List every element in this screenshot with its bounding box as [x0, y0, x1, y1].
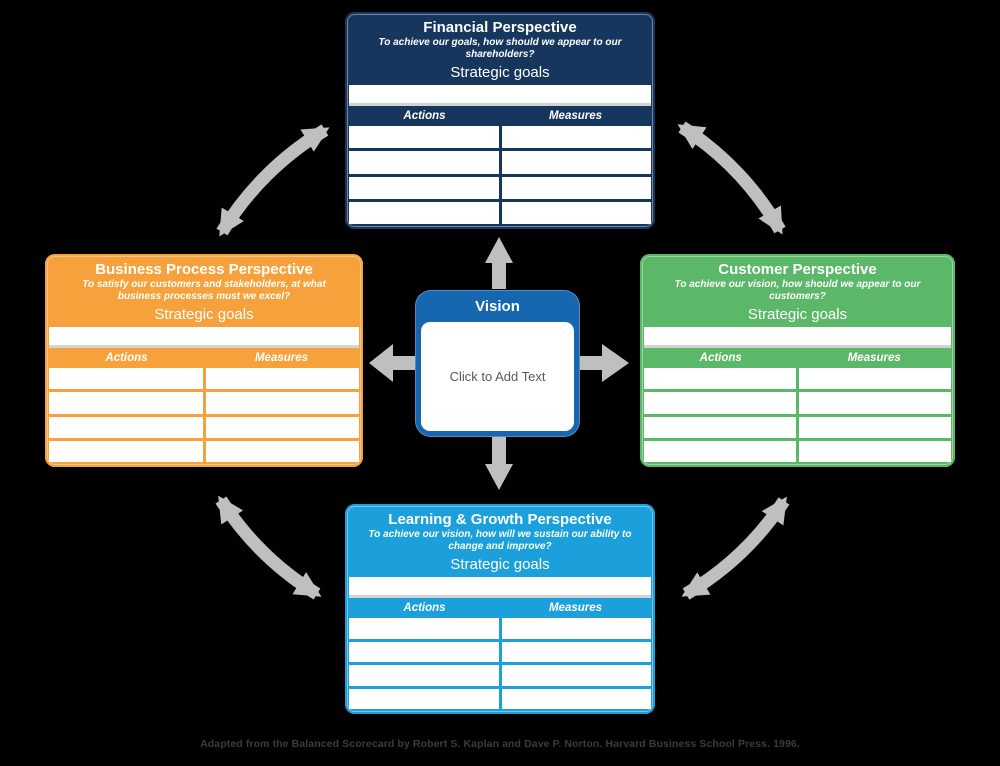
- action-cell[interactable]: [349, 641, 499, 663]
- perspective-title: Learning & Growth Perspective: [388, 511, 612, 528]
- measure-cell[interactable]: [501, 151, 651, 174]
- vision-arrow-down: [485, 437, 513, 490]
- vision-arrow-up: [485, 237, 513, 289]
- measure-cell[interactable]: [799, 368, 951, 390]
- vision-text-placeholder[interactable]: Click to Add Text: [421, 322, 574, 431]
- perspective-title: Business Process Perspective: [95, 261, 313, 278]
- vision-arrow-right: [580, 344, 629, 382]
- action-cell[interactable]: [49, 440, 203, 462]
- actions-measures-table: [49, 368, 359, 462]
- action-cell[interactable]: [349, 176, 499, 199]
- strategic-goals-label: Strategic goals: [450, 64, 550, 82]
- action-cell[interactable]: [349, 665, 499, 686]
- business-process-perspective-card: Business Process Perspective To satisfy …: [45, 254, 363, 467]
- actions-column-header: Actions: [403, 110, 446, 123]
- action-cell[interactable]: [349, 618, 499, 639]
- measure-cell[interactable]: [799, 416, 951, 438]
- action-cell[interactable]: [644, 368, 796, 390]
- action-cell[interactable]: [49, 368, 203, 390]
- measures-column-header: Measures: [847, 352, 901, 365]
- strategic-goals-label: Strategic goals: [450, 556, 550, 574]
- measure-cell[interactable]: [501, 665, 651, 686]
- actions-measures-table: [349, 618, 651, 709]
- measure-cell[interactable]: [799, 392, 951, 414]
- measure-cell[interactable]: [205, 392, 359, 414]
- actions-measures-table: [644, 368, 951, 462]
- action-cell[interactable]: [49, 416, 203, 438]
- strategic-goals-label: Strategic goals: [154, 306, 254, 324]
- table-header-row: Actions Measures: [349, 106, 651, 126]
- actions-column-header: Actions: [699, 352, 742, 365]
- measure-cell[interactable]: [501, 641, 651, 663]
- strategic-goal-input-row[interactable]: [644, 327, 951, 349]
- cycle-arrow-top-left: [216, 124, 330, 237]
- perspective-question: To satisfy our customers and stakeholder…: [82, 279, 326, 303]
- customer-perspective-card: Customer Perspective To achieve our visi…: [640, 254, 955, 467]
- table-header-row: Actions Measures: [349, 598, 651, 618]
- measures-column-header: Measures: [254, 352, 309, 365]
- perspective-question: To achieve our vision, how should we app…: [674, 279, 921, 303]
- actions-column-header: Actions: [105, 352, 148, 365]
- perspective-title: Customer Perspective: [718, 261, 877, 278]
- actions-column-header: Actions: [403, 602, 446, 615]
- table-header-row: Actions Measures: [49, 348, 359, 368]
- action-cell[interactable]: [644, 392, 796, 414]
- action-cell[interactable]: [349, 151, 499, 174]
- strategic-goal-input-row[interactable]: [49, 327, 359, 349]
- cycle-arrow-top-right: [677, 121, 786, 235]
- measure-cell[interactable]: [501, 688, 651, 709]
- action-cell[interactable]: [349, 688, 499, 709]
- measure-cell[interactable]: [205, 368, 359, 390]
- measure-cell[interactable]: [501, 126, 651, 149]
- action-cell[interactable]: [349, 201, 499, 224]
- cycle-arrow-bottom-left: [215, 495, 322, 600]
- measures-column-header: Measures: [548, 602, 603, 615]
- perspective-question: To achieve our goals, how should we appe…: [378, 37, 622, 61]
- vision-card: Vision Click to Add Text: [415, 290, 580, 437]
- action-cell[interactable]: [644, 416, 796, 438]
- action-cell[interactable]: [349, 126, 499, 149]
- strategic-goal-input-row[interactable]: [349, 577, 651, 599]
- cycle-arrow-bottom-right: [681, 496, 790, 600]
- measure-cell[interactable]: [205, 440, 359, 462]
- measure-cell[interactable]: [501, 176, 651, 199]
- strategic-goals-label: Strategic goals: [747, 306, 848, 324]
- measure-cell[interactable]: [501, 618, 651, 639]
- measure-cell[interactable]: [501, 201, 651, 224]
- financial-perspective-card: Financial Perspective To achieve our goa…: [345, 12, 655, 229]
- measure-cell[interactable]: [799, 440, 951, 462]
- strategic-goal-input-row[interactable]: [349, 85, 651, 107]
- perspective-title: Financial Perspective: [423, 19, 577, 36]
- action-cell[interactable]: [644, 440, 796, 462]
- measure-cell[interactable]: [205, 416, 359, 438]
- vision-arrow-left: [369, 344, 415, 382]
- actions-measures-table: [349, 126, 651, 224]
- learning-growth-perspective-card: Learning & Growth Perspective To achieve…: [345, 504, 655, 714]
- vision-title: Vision: [475, 297, 520, 315]
- table-header-row: Actions Measures: [644, 348, 951, 368]
- measures-column-header: Measures: [548, 110, 603, 123]
- credit-line: Adapted from the Balanced Scorecard by R…: [200, 738, 800, 750]
- perspective-question: To achieve our vision, how will we susta…: [368, 529, 632, 553]
- action-cell[interactable]: [49, 392, 203, 414]
